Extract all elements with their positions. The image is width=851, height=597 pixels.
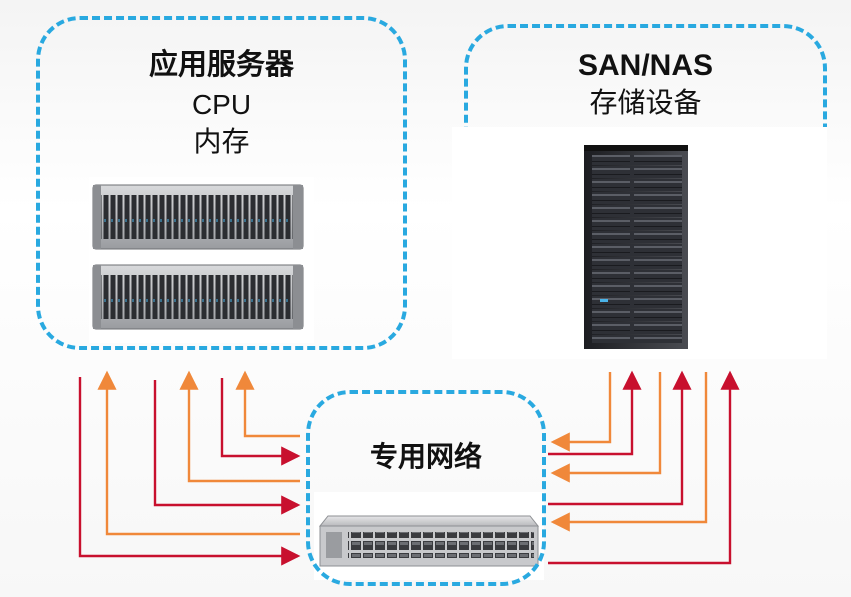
arrow-right-red-3 xyxy=(548,370,740,565)
arrow-left-orange-1 xyxy=(97,370,300,536)
arrow-left-red-1 xyxy=(78,377,301,566)
rack-server-icon xyxy=(89,177,314,343)
app-server-cpu-label: CPU xyxy=(191,89,252,120)
network-group xyxy=(306,390,546,586)
app-server-memory-label: 内存 xyxy=(193,126,250,157)
arrow-right-orange-3 xyxy=(550,372,708,532)
network-title: 专用网络 xyxy=(369,441,482,472)
app-server-group xyxy=(36,16,407,350)
arrow-left-orange-3 xyxy=(235,370,300,438)
arrow-right-red-2 xyxy=(548,370,692,506)
arrow-right-orange-2 xyxy=(550,372,662,483)
arrow-left-red-3 xyxy=(220,378,301,466)
storage-title: SAN/NAS xyxy=(577,49,713,82)
arrow-right-red-1 xyxy=(548,370,642,456)
arrow-right-orange-1 xyxy=(550,372,612,452)
arrow-left-red-2 xyxy=(153,380,301,515)
arrow-left-orange-2 xyxy=(179,370,300,483)
app-server-title: 应用服务器 xyxy=(148,49,294,81)
storage-cabinet-icon xyxy=(452,127,827,359)
storage-subtitle: 存储设备 xyxy=(589,87,702,118)
